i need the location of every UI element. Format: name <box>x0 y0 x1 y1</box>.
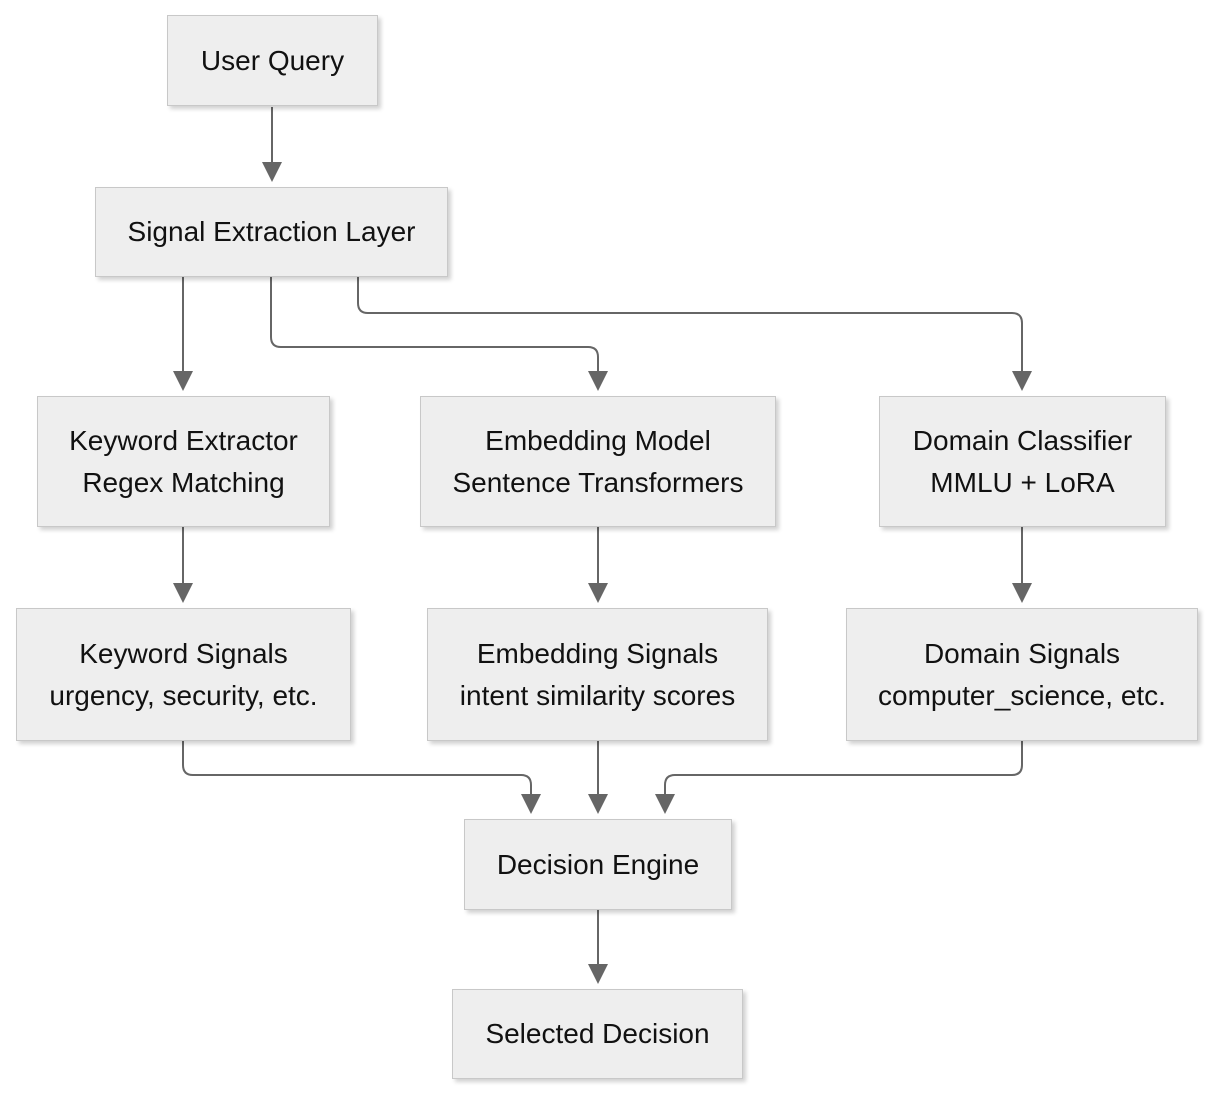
node-label: Domain Signals <box>923 637 1121 669</box>
node-label: User Query <box>200 44 345 76</box>
node-label: Keyword Signals <box>79 637 288 669</box>
node-keyword-signals: Keyword Signals urgency, security, etc. <box>16 608 351 741</box>
node-signal-extraction-layer: Signal Extraction Layer <box>95 187 448 277</box>
node-domain-signals: Domain Signals computer_science, etc. <box>846 608 1198 741</box>
node-label: Selected Decision <box>485 1018 710 1049</box>
node-label: Embedding Signals <box>476 637 719 669</box>
edge-signal-extraction-to-domain-classifier <box>357 277 1032 391</box>
node-sublabel: Sentence Transformers <box>452 466 744 498</box>
node-decision-engine: Decision Engine <box>464 819 732 910</box>
node-selected-decision: Selected Decision <box>452 989 743 1079</box>
node-sublabel: intent similarity scores <box>459 679 736 711</box>
node-embedding-signals: Embedding Signals intent similarity scor… <box>427 608 768 741</box>
node-label: Embedding Model <box>485 424 711 456</box>
node-keyword-extractor: Keyword Extractor Regex Matching <box>37 396 330 527</box>
node-user-query: User Query <box>167 15 378 106</box>
node-label: Signal Extraction Layer <box>127 216 416 247</box>
node-sublabel: urgency, security, etc. <box>49 679 318 711</box>
edge-domain-signals-to-decision-engine <box>655 741 1023 814</box>
node-domain-classifier: Domain Classifier MMLU + LoRA <box>879 396 1166 527</box>
node-sublabel: computer_science, etc. <box>878 679 1166 711</box>
node-label: Domain Classifier <box>912 424 1133 456</box>
node-sublabel: Regex Matching <box>82 466 285 498</box>
edge-keyword-signals-to-decision-engine <box>182 741 541 814</box>
node-sublabel: MMLU + LoRA <box>930 466 1115 498</box>
node-label: Keyword Extractor <box>69 424 298 456</box>
node-embedding-model: Embedding Model Sentence Transformers <box>420 396 776 527</box>
node-label: Decision Engine <box>496 848 700 880</box>
edge-signal-extraction-to-embedding-model <box>270 277 608 391</box>
